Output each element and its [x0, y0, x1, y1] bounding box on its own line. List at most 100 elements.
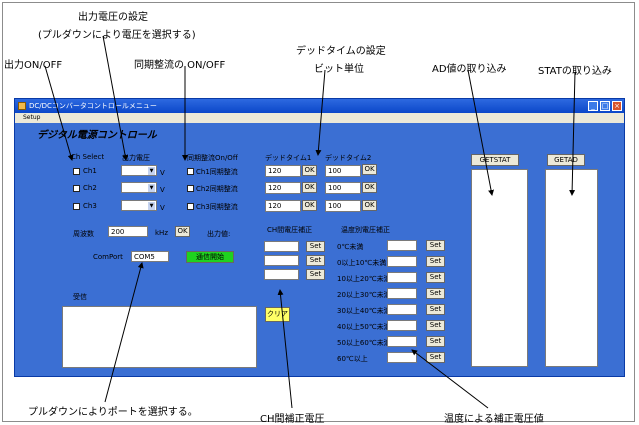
annotation-port-note: プルダウンによりポートを選択する。	[28, 407, 198, 418]
frequency-unit: kHz	[155, 229, 168, 237]
temp-range-label: 60℃以上	[337, 355, 368, 363]
temp-correction-set-button[interactable]: Set	[426, 320, 445, 331]
ch3-deadtime1-input[interactable]: 120	[265, 200, 301, 212]
ch2-deadtime1-input[interactable]: 120	[265, 182, 301, 194]
ch-correction-input-2[interactable]	[264, 255, 299, 266]
temp-correction-set-button[interactable]: Set	[426, 304, 445, 315]
temp-correction-set-button[interactable]: Set	[426, 352, 445, 363]
output-voltage-header: 出力電圧	[122, 154, 150, 162]
ch2-sync-checkbox[interactable]	[187, 185, 194, 192]
stat-listbox[interactable]	[471, 169, 528, 367]
ch3-checkbox[interactable]	[73, 203, 80, 210]
frequency-ok-button[interactable]: OK	[175, 226, 190, 237]
ch3-label: Ch3	[83, 202, 97, 210]
window-title: DC/DCコンバータコントロールメニュー	[29, 102, 157, 110]
temp-correction-set-button[interactable]: Set	[426, 240, 445, 251]
app-icon	[18, 102, 26, 110]
ch1-sync-checkbox[interactable]	[187, 168, 194, 175]
chevron-down-icon: ▼	[148, 202, 155, 210]
ch2-unit: V	[160, 186, 165, 194]
menu-bar: Setup	[15, 113, 624, 123]
ch3-deadtime2-input[interactable]: 100	[325, 200, 361, 212]
temp-correction-input[interactable]	[387, 320, 417, 331]
temp-correction-input[interactable]	[387, 272, 417, 283]
start-communication-button[interactable]: 通信開始	[186, 251, 234, 263]
ch3-voltage-select[interactable]: ▼	[121, 200, 157, 211]
temp-range-label: 50以上60℃未満	[337, 339, 391, 347]
ch1-voltage-select[interactable]: ▼	[121, 165, 157, 176]
annotation-deadtime-title: デッドタイムの設定	[296, 46, 386, 57]
ch1-sync-label: Ch1同期整流	[196, 168, 238, 176]
getstat-button[interactable]: GETSTAT	[471, 154, 519, 166]
ch2-checkbox[interactable]	[73, 185, 80, 192]
ch1-label: Ch1	[83, 167, 97, 175]
ch-correction-set-button-3[interactable]: Set	[306, 269, 325, 280]
ch1-checkbox[interactable]	[73, 168, 80, 175]
temp-correction-title: 温度別電圧補正	[341, 226, 390, 234]
chevron-down-icon: ▼	[148, 184, 155, 192]
annotation-output-voltage-title: 出力電圧の設定	[78, 12, 148, 23]
temp-correction-input[interactable]	[387, 256, 417, 267]
receive-label: 受信	[73, 293, 87, 301]
temp-correction-input[interactable]	[387, 336, 417, 347]
chevron-down-icon: ▼	[148, 167, 155, 175]
app-window: DC/DCコンバータコントロールメニュー _ □ × Setup デジタル電源コ…	[14, 98, 625, 377]
ch2-voltage-select[interactable]: ▼	[121, 182, 157, 193]
title-bar: DC/DCコンバータコントロールメニュー _ □ ×	[15, 99, 624, 113]
temp-range-label: 30以上40℃未満	[337, 307, 391, 315]
temp-range-label: 0℃未満	[337, 243, 364, 251]
minimize-icon[interactable]: _	[588, 101, 598, 111]
ch-correction-input-1[interactable]	[264, 241, 299, 252]
temp-range-label: 40以上50℃未満	[337, 323, 391, 331]
ch-correction-set-button-2[interactable]: Set	[306, 255, 325, 266]
temp-correction-input[interactable]	[387, 240, 417, 251]
annotation-ch-corr-note: CH間補正電圧	[260, 414, 325, 425]
sync-header: 同期整流On/Off	[187, 154, 238, 162]
ch1-deadtime1-ok-button[interactable]: OK	[302, 165, 317, 176]
clear-button[interactable]: クリア	[265, 307, 290, 322]
ch1-unit: V	[160, 169, 165, 177]
temp-correction-set-button[interactable]: Set	[426, 288, 445, 299]
ch2-deadtime2-input[interactable]: 100	[325, 182, 361, 194]
receive-textarea[interactable]	[62, 306, 257, 368]
comport-select[interactable]: COM5	[131, 251, 169, 262]
ch3-deadtime2-ok-button[interactable]: OK	[362, 200, 377, 211]
frequency-input[interactable]: 200	[108, 226, 148, 237]
ch2-deadtime1-ok-button[interactable]: OK	[302, 182, 317, 193]
ch3-sync-label: Ch3同期整流	[196, 203, 238, 211]
maximize-icon[interactable]: □	[600, 101, 610, 111]
annotation-stat-capture: STATの取り込み	[538, 66, 612, 77]
annotation-temp-corr-note: 温度による補正電圧値	[444, 414, 544, 425]
ch1-deadtime1-input[interactable]: 120	[265, 165, 301, 177]
ch-select-header: Ch Select	[71, 153, 105, 161]
temp-correction-input[interactable]	[387, 288, 417, 299]
annotation-sync-rect: 同期整流の ON/OFF	[134, 60, 226, 71]
frequency-label: 周波数	[73, 230, 94, 238]
ch1-deadtime2-ok-button[interactable]: OK	[362, 164, 377, 175]
temp-range-label: 10以上20℃未満	[337, 275, 391, 283]
annotation-output-voltage-sub: (プルダウンにより電圧を選択する)	[38, 30, 196, 41]
ad-listbox[interactable]	[545, 169, 598, 367]
ch3-deadtime1-ok-button[interactable]: OK	[302, 200, 317, 211]
ch1-deadtime2-input[interactable]: 100	[325, 165, 361, 177]
menu-setup[interactable]: Setup	[23, 114, 41, 121]
close-icon[interactable]: ×	[612, 101, 622, 111]
ch3-sync-checkbox[interactable]	[187, 203, 194, 210]
ch3-unit: V	[160, 204, 165, 212]
temp-correction-input[interactable]	[387, 304, 417, 315]
figure-frame	[2, 2, 635, 422]
temp-range-label: 20以上30℃未満	[337, 291, 391, 299]
annotation-output-onoff: 出力ON/OFF	[4, 60, 63, 71]
annotation-ad-capture: AD値の取り込み	[432, 64, 507, 75]
ch2-sync-label: Ch2同期整流	[196, 185, 238, 193]
temp-correction-set-button[interactable]: Set	[426, 256, 445, 267]
temp-range-label: 0以上10℃未満	[337, 259, 387, 267]
ch2-deadtime2-ok-button[interactable]: OK	[362, 182, 377, 193]
temp-correction-set-button[interactable]: Set	[426, 272, 445, 283]
getad-button[interactable]: GETAD	[547, 154, 585, 166]
temp-correction-input[interactable]	[387, 352, 417, 363]
ch-correction-set-button-1[interactable]: Set	[306, 241, 325, 252]
page-title: デジタル電源コントロール	[37, 130, 157, 141]
temp-correction-set-button[interactable]: Set	[426, 336, 445, 347]
ch-correction-input-3[interactable]	[264, 269, 299, 280]
